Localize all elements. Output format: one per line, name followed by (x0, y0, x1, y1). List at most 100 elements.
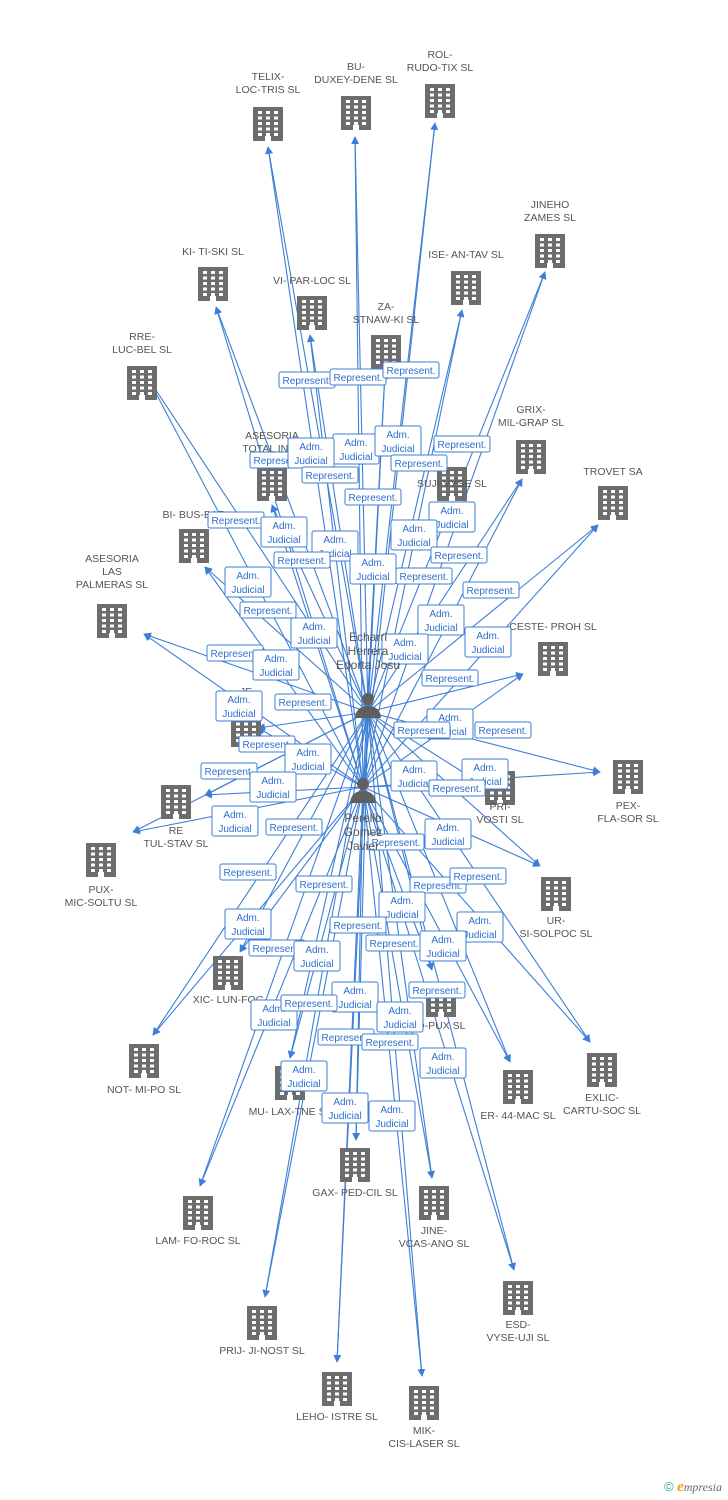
company-label: GAX- PED-CIL SL (312, 1187, 398, 1199)
represent-label: Represent. (295, 875, 353, 893)
building-icon (97, 604, 127, 638)
svg-text:Judicial: Judicial (383, 1020, 416, 1031)
company-label: LOC-TRIS SL (236, 84, 301, 96)
svg-text:Represent.: Represent. (454, 872, 503, 883)
company-node[interactable]: XIC- LUN-FOC (193, 956, 264, 1006)
company-node[interactable]: ROL-RUDO-TIX SL (407, 49, 474, 118)
building-icon (419, 1186, 449, 1220)
company-label: VI- PAR-LOC SL (273, 275, 351, 287)
svg-text:Judicial: Judicial (318, 549, 351, 560)
company-node[interactable]: PRIJ- JI-NOST SL (219, 1306, 305, 1357)
svg-text:Adm.: Adm. (236, 913, 259, 924)
company-node[interactable]: TROVET SA (583, 466, 643, 520)
company-node[interactable]: MIK-CIS-LASER SL (388, 1386, 460, 1450)
represent-label: Represent. (390, 454, 448, 472)
svg-text:Represent.: Represent. (370, 939, 419, 950)
building-icon (437, 467, 467, 501)
represent-label: Represent. (219, 863, 277, 881)
adm-judicial-label: Adm.Judicial (331, 981, 379, 1013)
represent-label: Represent. (301, 466, 359, 484)
building-icon (613, 760, 643, 794)
relation-edge-p2-c33 (262, 786, 364, 1298)
svg-text:Represent.: Represent. (398, 726, 447, 737)
company-node[interactable]: CESTE- PROH SL (509, 621, 597, 676)
company-node[interactable]: EXLIC-CARTU-SOC SL (563, 1053, 641, 1117)
relation-edge-p2-c28 (362, 786, 511, 1063)
represent-label: Represent. (395, 567, 453, 585)
svg-text:Adm.: Adm. (223, 810, 246, 821)
adm-judicial-label: Adm.Judicial (456, 911, 504, 943)
company-node[interactable]: NOT- MI-PO SL (107, 1044, 181, 1096)
svg-text:Adm.: Adm. (227, 695, 250, 706)
svg-text:Represent.: Represent. (372, 838, 421, 849)
company-label: FLA-SOR SL (597, 813, 658, 825)
svg-text:Represent.: Represent. (283, 376, 332, 387)
company-label: JINEHO (531, 199, 570, 211)
company-label: TUL-STAV SL (144, 838, 209, 850)
svg-text:Adm.: Adm. (476, 631, 499, 642)
svg-text:Judicial: Judicial (218, 824, 251, 835)
company-node[interactable]: JINE-VCAS-ANO SL (399, 1186, 470, 1250)
svg-text:Adm.: Adm. (388, 1006, 411, 1017)
svg-text:Adm.: Adm. (323, 535, 346, 546)
company-node[interactable]: VI- PAR-LOC SL (273, 275, 351, 330)
company-node[interactable]: ISE- AN-TAV SL (428, 249, 504, 305)
company-label: ZAMES SL (524, 212, 576, 224)
building-icon (161, 785, 191, 819)
svg-text:Adm.: Adm. (436, 823, 459, 834)
svg-text:Adm.: Adm. (361, 558, 384, 569)
svg-text:Represent.: Represent. (467, 586, 516, 597)
company-node[interactable]: LEHO- ISTRE SL (296, 1372, 378, 1423)
svg-text:Judicial: Judicial (463, 930, 496, 941)
company-node[interactable]: ZA-STNAW-KI SL (353, 301, 420, 369)
company-node[interactable]: GRIX-MIL-GRAP SL (498, 404, 564, 474)
svg-text:Represent.: Represent. (366, 1038, 415, 1049)
adm-judicial-label: Adm.Judicial (419, 930, 467, 962)
company-label: O-PUX SL (416, 1020, 465, 1032)
adm-judicial-label: Adm.Judicial (280, 1060, 328, 1092)
company-node[interactable]: BU-DUXEY-DENE SL (314, 61, 398, 130)
company-node[interactable]: KI- TI-SKI SL (182, 246, 244, 301)
svg-text:Adm.: Adm. (473, 763, 496, 774)
company-label: RE (169, 825, 184, 837)
company-node[interactable]: TELIX-LOC-TRIS SL (236, 71, 301, 141)
svg-text:Represent.: Represent. (270, 823, 319, 834)
company-node[interactable]: RRE-LUC-BEL SL (112, 331, 172, 400)
svg-text:Represent.: Represent. (279, 698, 328, 709)
company-node[interactable]: ER- 44-MAC SL (480, 1070, 556, 1122)
svg-text:Represent.: Represent. (395, 459, 444, 470)
svg-text:Adm.: Adm. (402, 765, 425, 776)
svg-text:Represent.: Represent. (211, 649, 260, 660)
represent-label: Represent. (421, 669, 479, 687)
company-node[interactable]: SUJI-VYSE SL (417, 467, 487, 501)
building-icon (516, 440, 546, 474)
relation-edge-p1-c10 (367, 478, 523, 713)
company-label: MU- LAX-TNE SL (249, 1106, 332, 1118)
building-icon (425, 84, 455, 118)
adm-judicial-label: Adm.Judicial (417, 604, 465, 636)
company-node[interactable]: UR-SI-SOLPOC SL (520, 877, 593, 940)
company-label: SUJI-VYSE SL (417, 478, 487, 490)
adm-judicial-label: Adm.Judicial (287, 437, 335, 469)
adm-judicial-label: Adm.Judicial (368, 1100, 416, 1132)
svg-text:Represent.: Represent. (433, 784, 482, 795)
adm-judicial-label: Adm.Judicial (390, 760, 438, 792)
represent-label: Represent. (265, 818, 323, 836)
represent-label: Represent. (430, 546, 488, 564)
company-label: CIS-LASER SL (388, 1438, 459, 1450)
building-icon (503, 1070, 533, 1104)
company-label: ER- 44-MAC SL (480, 1110, 555, 1122)
company-node[interactable]: GAX- PED-CIL SL (312, 1148, 398, 1199)
company-node[interactable]: PUX-MIC-SOLTU SL (65, 843, 138, 909)
building-icon (129, 1044, 159, 1078)
building-icon (322, 1372, 352, 1406)
company-node[interactable]: PEX-FLA-SOR SL (597, 760, 659, 825)
company-node[interactable]: LAM- FO-ROC SL (155, 1196, 241, 1247)
company-node[interactable]: ESD-VYSE-UJI SL (486, 1281, 550, 1344)
company-label: UR- (547, 915, 566, 927)
